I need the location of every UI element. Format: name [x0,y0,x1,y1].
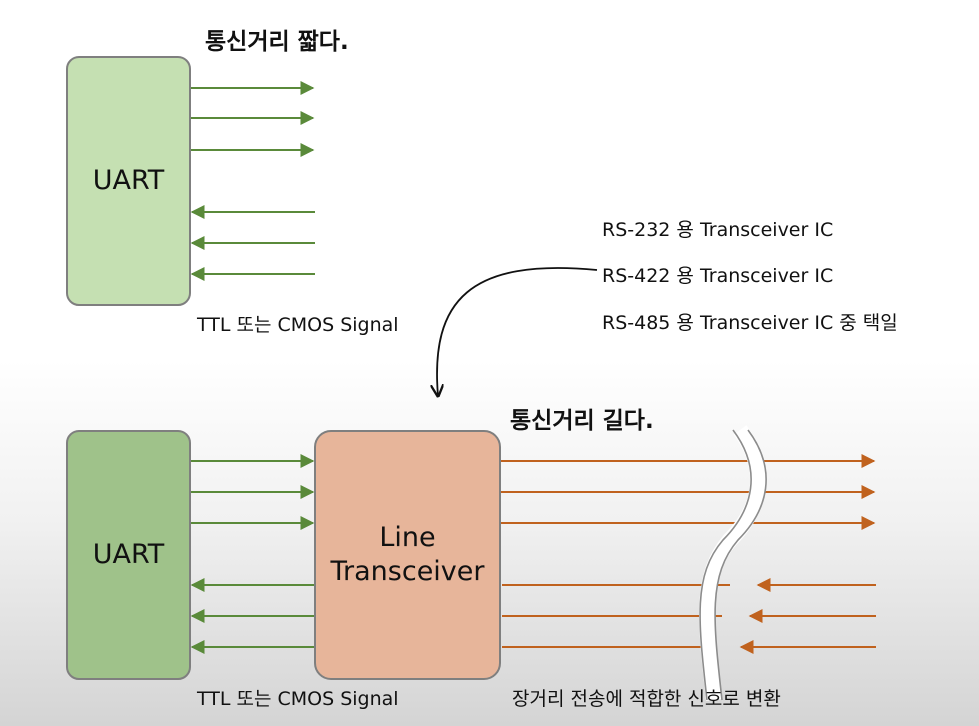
option-rs485: RS-485 용 Transceiver IC 중 택일 [602,312,898,334]
uart-box-bottom [66,430,191,680]
line-transceiver-label: Line Transceiver [315,431,500,679]
option-rs232: RS-232 용 Transceiver IC [602,219,834,241]
selection-curve-arrow [437,267,598,396]
transceiver-label-line2: Transceiver [330,556,485,587]
distance-break-symbol [699,425,767,701]
conversion-label: 장거리 전송에 적합한 신호로 변환 [512,688,781,710]
uart-label-bottom: UART [92,539,165,570]
line-transceiver-box [314,430,501,680]
top-signal-label: TTL 또는 CMOS Signal [197,314,399,336]
uart-box-top [66,56,191,306]
transceiver-label-line1: Line [379,522,436,553]
option-rs422: RS-422 용 Transceiver IC [602,265,834,287]
top-title: 통신거리 짧다. [205,29,349,55]
bottom-title: 통신거리 길다. [510,408,654,434]
uart-label-top: UART [92,165,165,196]
bottom-signal-label: TTL 또는 CMOS Signal [197,688,399,710]
